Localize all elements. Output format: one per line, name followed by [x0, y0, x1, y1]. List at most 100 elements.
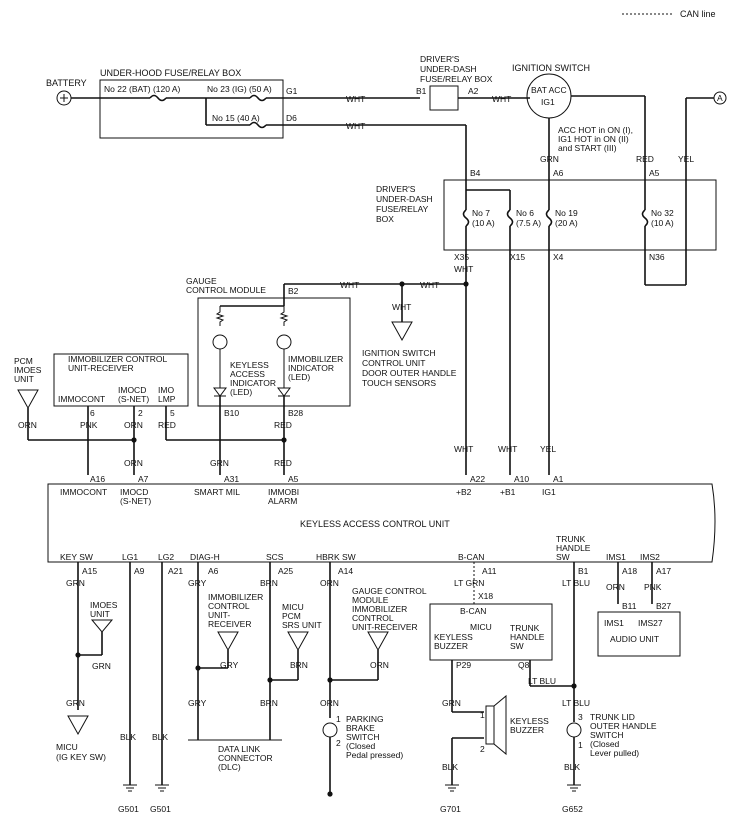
svg-text:LG2: LG2 — [158, 552, 174, 562]
svg-text:IMOES: IMOES — [14, 365, 42, 375]
svg-text:SMART MIL: SMART MIL — [194, 487, 240, 497]
svg-text:WHT: WHT — [454, 444, 473, 454]
svg-text:INDICATOR: INDICATOR — [288, 363, 334, 373]
svg-text:BUZZER: BUZZER — [434, 641, 468, 651]
audio-unit: ORN PNK B11 B27 IMS1 IMS27 AUDIO UNIT — [597, 562, 681, 657]
svg-text:IMS1: IMS1 — [606, 552, 626, 562]
svg-text:(10 A): (10 A) — [651, 218, 674, 228]
ground-symbol — [123, 784, 137, 792]
svg-text:SRS UNIT: SRS UNIT — [282, 620, 322, 630]
svg-text:DIAG-H: DIAG-H — [190, 552, 220, 562]
svg-text:PCM: PCM — [282, 611, 301, 621]
can-line-legend-label: CAN line — [680, 9, 716, 19]
svg-text:A25: A25 — [278, 566, 293, 576]
svg-text:CONTROL MODULE: CONTROL MODULE — [186, 285, 266, 295]
svg-text:SWITCH: SWITCH — [590, 730, 624, 740]
svg-text:IMMOBI: IMMOBI — [268, 487, 299, 497]
svg-text:BLK: BLK — [564, 762, 580, 772]
svg-text:A6: A6 — [553, 168, 564, 178]
svg-text:No 6: No 6 — [516, 208, 534, 218]
svg-text:BRN: BRN — [260, 698, 278, 708]
ignition-switch: IGNITION SWITCH BAT ACC IG1 ACC HOT in O… — [512, 63, 654, 180]
svg-text:UNIT: UNIT — [90, 609, 110, 619]
svg-text:A5: A5 — [649, 168, 660, 178]
pin-d6: D6 — [286, 113, 297, 123]
svg-text:LT BLU: LT BLU — [528, 676, 556, 686]
svg-text:2: 2 — [480, 744, 485, 754]
svg-text:B2: B2 — [288, 286, 299, 296]
svg-text:UNIT: UNIT — [14, 374, 34, 384]
svg-text:ORN: ORN — [320, 578, 339, 588]
svg-text:RED: RED — [274, 458, 292, 468]
micu-box — [429, 603, 553, 661]
svg-text:A18: A18 — [622, 566, 637, 576]
ground-symbol — [567, 784, 581, 792]
key-sw-circuit: GRN IMOES UNIT GRN GRN MICU (IG KEY SW) — [56, 562, 118, 762]
svg-text:A22: A22 — [470, 474, 485, 484]
svg-text:A15: A15 — [82, 566, 97, 576]
svg-text:BLK: BLK — [442, 762, 458, 772]
fuse-22-label: No 22 (BAT) (120 A) — [104, 84, 181, 94]
svg-text:A21: A21 — [168, 566, 183, 576]
wht-bus: WHT WHT WHT B4 IGNITION SWITCH CONTROL U… — [284, 280, 469, 388]
svg-text:X35: X35 — [454, 252, 469, 262]
svg-text:BRAKE: BRAKE — [346, 723, 375, 733]
svg-text:ORN: ORN — [606, 582, 625, 592]
data-link-connector: DATA LINK CONNECTOR (DLC) — [188, 739, 282, 772]
ground-circuits: BLK BLK G501 G501 — [118, 562, 171, 814]
fuse-23-symbol — [249, 94, 267, 102]
svg-text:A: A — [717, 93, 723, 103]
svg-text:(Closed: (Closed — [346, 741, 376, 751]
svg-text:RECEIVER: RECEIVER — [208, 619, 251, 629]
pcm-imoes-unit: PCM IMOES UNIT ORN — [14, 356, 134, 441]
svg-text:(IG KEY SW): (IG KEY SW) — [56, 752, 106, 762]
svg-text:G501: G501 — [150, 804, 171, 814]
svg-text:(10 A): (10 A) — [472, 218, 495, 228]
svg-text:ORN: ORN — [124, 458, 143, 468]
gauge-control-module: GAUGE CONTROL MODULE B2 KEYLESS ACCESS I… — [186, 276, 351, 475]
svg-text:A7: A7 — [138, 474, 149, 484]
svg-text:UNIT-RECEIVER: UNIT-RECEIVER — [352, 622, 418, 632]
svg-text:IMS1: IMS1 — [604, 618, 624, 628]
svg-text:GAUGE: GAUGE — [186, 276, 217, 286]
svg-text:RED: RED — [274, 420, 292, 430]
svg-text:N36: N36 — [649, 252, 665, 262]
svg-text:B1: B1 — [416, 86, 427, 96]
svg-text:Lever pulled): Lever pulled) — [590, 748, 639, 758]
svg-text:UNIT-: UNIT- — [208, 610, 230, 620]
svg-text:FUSE/RELAY: FUSE/RELAY — [376, 204, 429, 214]
svg-text:WHT: WHT — [346, 94, 365, 104]
svg-text:CONTROL UNIT: CONTROL UNIT — [362, 358, 425, 368]
svg-text:TOUCH SENSORS: TOUCH SENSORS — [362, 378, 436, 388]
svg-text:No 32: No 32 — [651, 208, 674, 218]
svg-text:B4: B4 — [470, 168, 481, 178]
svg-text:SW: SW — [510, 641, 524, 651]
svg-text:IG1 HOT in ON (II): IG1 HOT in ON (II) — [558, 134, 629, 144]
svg-text:G652: G652 — [562, 804, 583, 814]
svg-text:WHT: WHT — [492, 94, 511, 104]
svg-text:(S-NET): (S-NET) — [120, 496, 151, 506]
buzzer-horn — [493, 694, 507, 756]
svg-text:WHT: WHT — [392, 302, 411, 312]
svg-text:A5: A5 — [288, 474, 299, 484]
fuse-23-label: No 23 (IG) (50 A) — [207, 84, 272, 94]
fuse-15-symbol — [249, 121, 267, 129]
underhood-box — [99, 79, 284, 139]
svg-text:BRN: BRN — [260, 578, 278, 588]
svg-text:IMS27: IMS27 — [638, 618, 663, 628]
ground-symbol — [445, 784, 459, 792]
svg-text:WHT: WHT — [346, 121, 365, 131]
svg-text:(20 A): (20 A) — [555, 218, 578, 228]
svg-text:PARKING: PARKING — [346, 714, 384, 724]
svg-text:DRIVER'S: DRIVER'S — [376, 184, 416, 194]
svg-text:(S-NET): (S-NET) — [118, 394, 149, 404]
svg-text:B10: B10 — [224, 408, 239, 418]
svg-text:OUTER HANDLE: OUTER HANDLE — [590, 721, 657, 731]
svg-text:BLK: BLK — [120, 732, 136, 742]
svg-text:GRN: GRN — [210, 458, 229, 468]
ground-symbol — [155, 784, 169, 792]
svg-text:2: 2 — [138, 408, 143, 418]
svg-text:BAT ACC: BAT ACC — [531, 85, 567, 95]
svg-text:LG1: LG1 — [122, 552, 138, 562]
svg-text:BLK: BLK — [152, 732, 168, 742]
